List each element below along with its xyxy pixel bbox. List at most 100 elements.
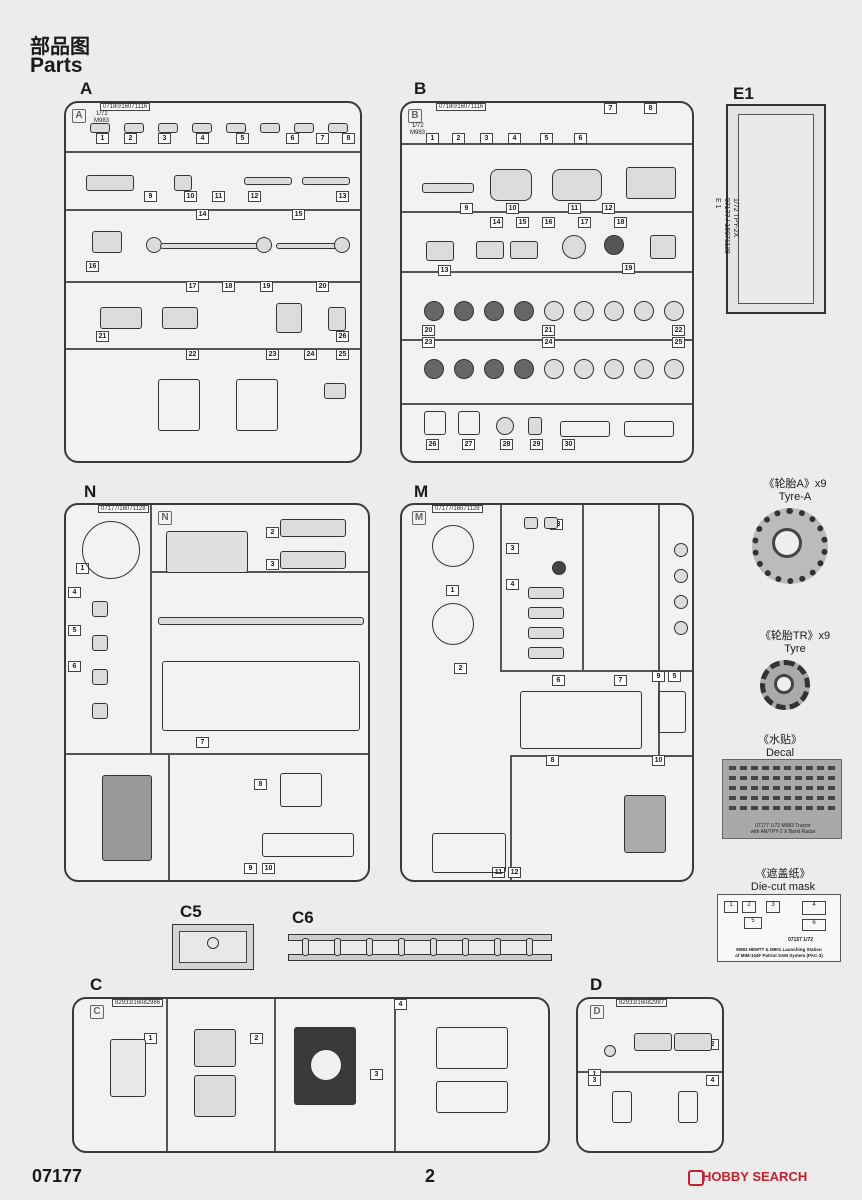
sprue-a-part-number: 7 [316,133,329,144]
sprue-b-part-number: 11 [568,203,581,214]
sprue-b-tyre [634,359,654,379]
decal-mark [828,786,835,790]
decal-mark [828,796,835,800]
decal-mark [762,806,769,810]
sprue-m-part-number: 1 [446,585,459,596]
decal-mark [806,776,813,780]
sprue-e1-text1: 1/72 TPY-2X [732,198,739,238]
sprue-a-part [244,177,292,185]
sprue-d-part-number: 4 [706,1075,719,1086]
sprue-n-part-number: 10 [262,863,275,874]
sprue-b-part-number: 14 [490,217,503,228]
decal-mark [729,766,736,770]
sprue-m-part [674,621,688,635]
sprue-n-part [280,519,346,537]
sprue-d-part-number: 3 [588,1075,601,1086]
sprue-b-part-number: 7 [604,103,617,114]
mask-cell-6: 6 [802,919,826,931]
sprue-a-part [328,123,348,133]
sprue-a-part-number: 21 [96,331,109,342]
decal-mark [762,776,769,780]
sprue-a-scale: 1/72 [96,111,108,117]
sprue-a-part [92,231,122,253]
sprue-b-letter: B [414,79,427,98]
sprue-e1-text3: E 1 [714,198,721,209]
sprue-a-part-number: 25 [336,349,349,360]
sprue-n-part [262,833,354,857]
sprue-b-part-number: 10 [506,203,519,214]
sprue-a-part [174,175,192,191]
sprue-b-part-number: 9 [460,203,473,214]
sprue-m-part [658,691,686,733]
sprue-a-part [160,243,262,249]
decal-mark [773,806,780,810]
sprue-a-part-number: 14 [196,209,209,220]
sprue-a-part [162,307,198,329]
sprue-b-part [626,167,676,199]
sprue-m-part-number: 3 [506,543,519,554]
decal-mark [817,766,824,770]
sprue-b-tyre [544,301,564,321]
sprue-d-part [634,1033,672,1051]
mask-line1: M983 HEMTT & M901 Launching Station [736,947,822,952]
sprue-b-part [624,421,674,437]
sprue-c6-crossmember [430,938,437,956]
decal-mark [751,776,758,780]
sprue-b-part [424,411,446,435]
sprue-b-part-number: 12 [602,203,615,214]
sprue-c6-crossmember [494,938,501,956]
sprue-b-part [458,411,480,435]
sprue-n-letter: N [84,482,97,501]
decal-mark [784,776,791,780]
sprue-c-part-number: 1 [144,1033,157,1044]
sprue-a-part [260,123,280,133]
sprue-m-part-number: 2 [454,663,467,674]
sprue-a-part [328,307,346,331]
mask-sheet: 1 2 3 4 5 6 07157 1/72 M983 HEMTT & M901… [717,894,841,962]
decal-mark [806,786,813,790]
sprue-a-part [324,383,346,399]
sprue-a-part [158,379,200,431]
decal-mark [762,766,769,770]
decal-mark [817,786,824,790]
sprue-m-part-number: 7 [614,675,627,686]
decal-mark [828,776,835,780]
sprue-a-part [192,123,212,133]
sprue-n-part-number: 7 [196,737,209,748]
sprue-d-code: 82933/16082987 [616,999,668,1007]
sprue-c6-crossmember [526,938,533,956]
decal-label-cn: 《水贴》 [758,734,802,746]
decal-mark [784,786,791,790]
sprue-n-part [158,617,364,625]
sprue-n-code: 07177/16071128 [98,505,149,513]
decal-line1: 07177 1/72 M983 Tractor [755,823,811,829]
sprue-b-part [560,421,610,437]
sprue-b-part-number: 6 [574,133,587,144]
sprue-e1-text2: 07177 / 16071128 [723,198,730,254]
sprue-b-tyre [634,301,654,321]
sprue-d-letter: D [590,975,603,994]
sprue-a-part-number: 16 [86,261,99,272]
sprue-a-part-number: 22 [186,349,199,360]
decal-mark [751,766,758,770]
page-title-cn: 部品图 [30,36,90,58]
sprue-m-part [520,691,642,749]
decal-mark [773,766,780,770]
sprue-n-part [92,669,108,685]
sprue-m-part [528,627,564,639]
sprue-b-part-number: 3 [480,133,493,144]
sprue-d-part [604,1045,616,1057]
sprue-e1-panel: 1/72 TPY-2X 07177 / 16071128 E 1 [714,104,826,314]
mask-cell-5: 5 [744,917,762,929]
sprue-a-part [294,123,314,133]
tyre-a-image [752,508,828,584]
sprue-c-part [194,1029,236,1067]
sprue-a-part [158,123,178,133]
sprue-b-tyre [424,359,444,379]
sprue-b-part-number: 24 [542,337,555,348]
sprue-a-part-number: 23 [266,349,279,360]
sprue-a-model: M983 [94,118,110,124]
sprue-n-part [280,773,322,807]
